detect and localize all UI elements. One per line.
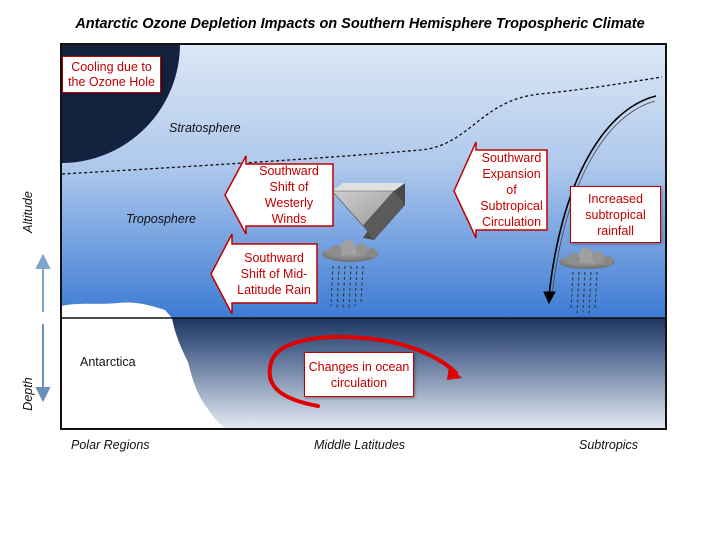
diagram-title: Antarctic Ozone Depletion Impacts on Sou… [75, 16, 645, 32]
altitude-arrow [35, 253, 51, 312]
depth-arrow [35, 324, 51, 403]
westerly-callout-shape [224, 155, 334, 235]
troposphere-label: Troposphere [126, 212, 196, 226]
diagram-frame [60, 43, 667, 430]
altitude-label: Altitude [21, 191, 35, 233]
downward-flow-arrow [331, 183, 405, 240]
rain-callout-shape [210, 233, 318, 315]
rain-callout: Southward Shift of Mid-Latitude Rain [237, 250, 311, 297]
ocean-circulation-arrow [267, 334, 458, 408]
middle-latitudes-label: Middle Latitudes [314, 438, 406, 452]
tropopause-line [61, 76, 663, 175]
expansion-callout-shape [453, 141, 548, 239]
expansion-callout: Southward Expansion of Subtropical Circu… [480, 151, 543, 229]
subtropical-circulation-arrow [543, 95, 657, 305]
rainfall-callout: Increased subtropical rainfall [570, 186, 661, 243]
polar-regions-label: Polar Regions [71, 438, 150, 452]
midlatitude-rain-cloud [322, 240, 378, 311]
cooling-callout: Cooling due to the Ozone Hole [62, 56, 161, 93]
subtropical-rain-cloud [559, 248, 615, 315]
westerly-callout: Southward Shift of Westerly Winds [259, 164, 319, 226]
antarctica-landmass [61, 302, 225, 429]
ocean-callout: Changes in ocean circulation [304, 352, 414, 397]
ocean-arrowhead [447, 366, 462, 380]
subtropics-label: Subtropics [579, 438, 639, 452]
depth-label: Depth [21, 377, 35, 411]
antarctica-label: Antarctica [80, 355, 136, 369]
stratosphere-label: Stratosphere [169, 121, 241, 135]
